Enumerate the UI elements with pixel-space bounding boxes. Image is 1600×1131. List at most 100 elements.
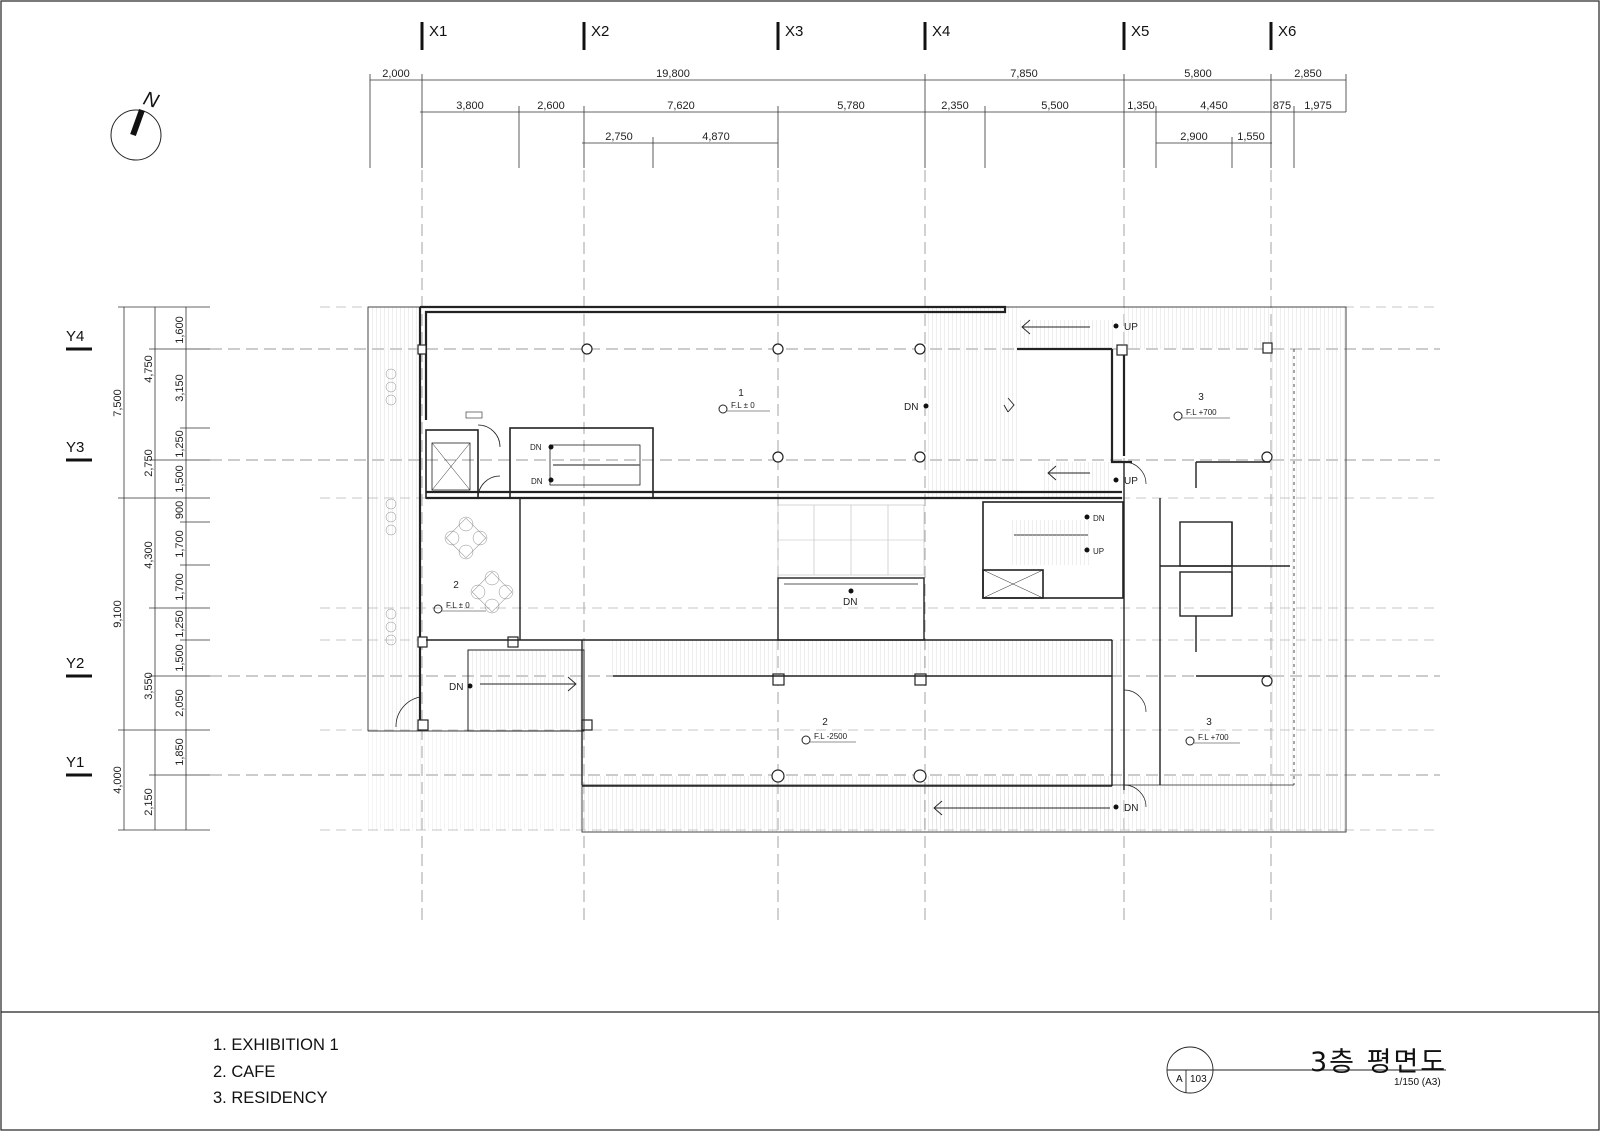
dim-left-inner-10: 1,850	[174, 738, 186, 766]
dim-top-2-9: 1,975	[1304, 100, 1332, 112]
axis-label-y1: Y1	[66, 754, 84, 771]
dim-top-2-8: 875	[1273, 100, 1291, 112]
cafe-furniture	[385, 368, 514, 646]
floor-level-labels: F.L ± 0 F.L ± 0 F.L -2500 F.L +700 F.L +…	[433, 401, 1240, 746]
room-number-3a: 3	[1198, 392, 1204, 403]
top-dimension-lines	[369, 74, 1347, 168]
stair-mark-9: DN	[1124, 803, 1138, 814]
stair-mark-8: DN	[449, 682, 463, 693]
sheet-ref-number: 103	[1190, 1074, 1207, 1085]
stair-mark-2: DN	[530, 443, 542, 452]
axis-label-y2: Y2	[66, 655, 84, 672]
room-number-2b: 2	[822, 717, 828, 728]
dim-top-2-6: 1,350	[1127, 100, 1155, 112]
left-dimension-labels: 7,500 9,100 4,000 4,750 2,750 4,300 3,55…	[112, 316, 186, 816]
deck-hatch	[367, 306, 1346, 832]
dim-top-1-2: 7,850	[1010, 68, 1038, 80]
dim-left-inner-7: 1,250	[174, 610, 186, 638]
dim-top-2-3: 5,780	[837, 100, 865, 112]
legend-item-exhibition: 1. EXHIBITION 1	[213, 1036, 339, 1054]
fl-label-5: F.L +700	[1198, 733, 1229, 742]
dim-top-2-7: 4,450	[1200, 100, 1228, 112]
dim-top-1-1: 19,800	[656, 68, 690, 80]
dim-top-2-2: 7,620	[667, 100, 695, 112]
axis-label-x3: X3	[785, 23, 803, 40]
cafe-left-walls	[395, 498, 1112, 732]
stair-direction-labels: UP DN DN UP DN DN DN UP DN DN	[449, 322, 1138, 814]
dim-top-1-3: 5,800	[1184, 68, 1212, 80]
dim-left-mid-4: 2,150	[143, 788, 155, 816]
dim-left-inner-8: 1,500	[174, 644, 186, 672]
fl-label-2: F.L ± 0	[446, 601, 470, 610]
dim-left-inner-9: 2,050	[174, 689, 186, 717]
columns	[417, 342, 1273, 783]
dim-left-inner-1: 3,150	[174, 374, 186, 402]
dim-left-inner-6: 1,700	[174, 573, 186, 601]
dim-left-inner-3: 1,500	[174, 465, 186, 493]
fl-marker-2: F.L ± 0	[433, 601, 486, 614]
drawing-title: 3층 평면도	[1310, 1047, 1448, 1078]
cafe-lower-walls	[581, 577, 1113, 787]
dim-left-mid-1: 2,750	[143, 449, 155, 477]
room-legend: 1. EXHIBITION 1 2. CAFE 3. RESIDENCY	[213, 1032, 339, 1112]
stair-mark-3: UP	[1124, 476, 1138, 487]
stair-mark-4: DN	[531, 477, 543, 486]
axis-label-x2: X2	[591, 23, 609, 40]
building-plan	[367, 305, 1347, 833]
legend-item-cafe: 2. CAFE	[213, 1062, 276, 1081]
stair-mark-0: UP	[1124, 322, 1138, 333]
stair-mark-6: DN	[843, 597, 857, 608]
stair-arrows	[480, 319, 1110, 816]
top-dimension-labels: 2,000 19,800 7,850 5,800 2,850 3,800 2,6…	[382, 68, 1332, 143]
room-number-1: 1	[738, 388, 744, 399]
dim-top-3-1: 4,870	[702, 131, 730, 143]
dim-left-inner-5: 1,700	[174, 530, 186, 558]
dim-left-inner-4: 900	[174, 501, 186, 519]
dim-top-2-0: 3,800	[456, 100, 484, 112]
dim-top-1-0: 2,000	[382, 68, 410, 80]
room-number-2a: 2	[453, 580, 459, 591]
dim-left-inner-2: 1,250	[174, 430, 186, 458]
axis-label-y4: Y4	[66, 328, 84, 345]
north-arrow-icon: N	[110, 88, 162, 161]
dim-top-2-4: 2,350	[941, 100, 969, 112]
axis-label-y3: Y3	[66, 439, 84, 456]
dim-top-1-4: 2,850	[1294, 68, 1322, 80]
axis-label-x6: X6	[1278, 23, 1296, 40]
dim-top-3-0: 2,750	[605, 131, 633, 143]
dim-top-3-3: 1,550	[1237, 131, 1265, 143]
fl-label-1: F.L ± 0	[731, 401, 755, 410]
sheet-ref-letter: A	[1176, 1074, 1183, 1085]
fl-label-4: F.L +700	[1186, 408, 1217, 417]
dim-left-inner-0: 1,600	[174, 316, 186, 344]
axis-label-x1: X1	[429, 23, 447, 40]
dim-left-outer-1: 9,100	[112, 600, 124, 628]
stair-mark-7: UP	[1093, 547, 1104, 556]
dim-top-2-1: 2,600	[537, 100, 565, 112]
room-number-3b: 3	[1206, 717, 1212, 728]
fl-marker-4: F.L +700	[1173, 408, 1230, 421]
north-label: N	[141, 88, 162, 114]
dim-left-mid-2: 4,300	[143, 541, 155, 569]
stair-runs	[471, 320, 1115, 825]
dim-left-outer-2: 4,000	[112, 766, 124, 794]
left-dimension-lines	[118, 306, 210, 831]
fl-marker-1: F.L ± 0	[718, 401, 770, 414]
skylight-grid	[777, 504, 925, 576]
dim-top-3-2: 2,900	[1180, 131, 1208, 143]
room-labels: 1 2 2 3 3	[453, 388, 1212, 728]
legend-item-residency: 3. RESIDENCY	[213, 1089, 328, 1107]
fl-marker-5: F.L +700	[1185, 733, 1240, 746]
axis-label-x5: X5	[1131, 23, 1149, 40]
sheet-reference-marker	[1166, 1046, 1446, 1094]
fl-marker-3: F.L -2500	[801, 732, 856, 745]
fl-label-3: F.L -2500	[814, 732, 848, 741]
drawing-scale: 1/150 (A3)	[1394, 1077, 1441, 1088]
dim-left-mid-3: 3,550	[143, 672, 155, 700]
dim-left-mid-0: 4,750	[143, 355, 155, 383]
dim-top-2-5: 5,500	[1041, 100, 1069, 112]
